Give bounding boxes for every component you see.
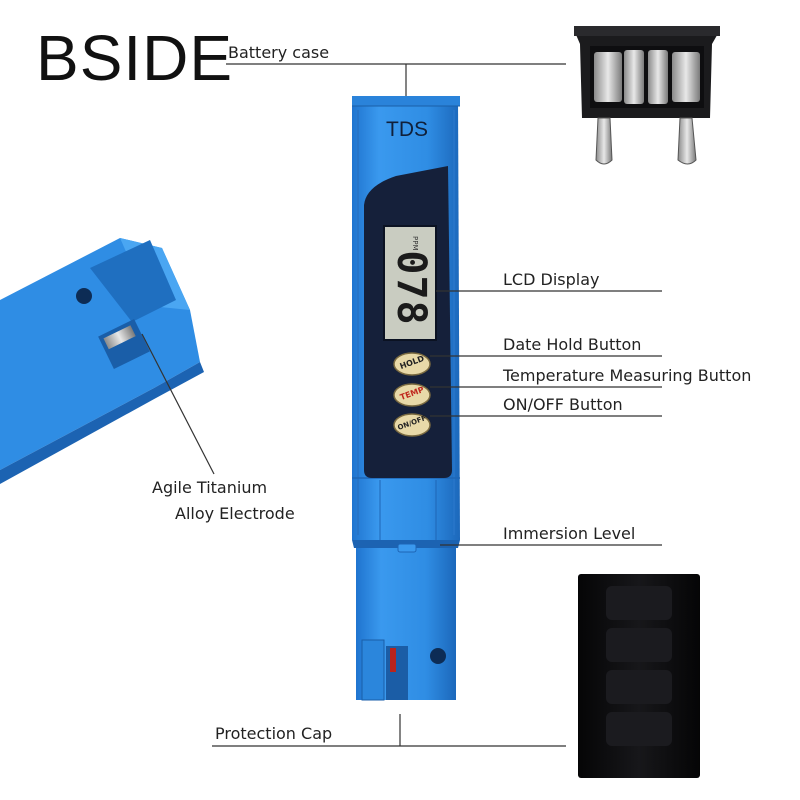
- onoff-button-label: ON/OFF Button: [503, 395, 623, 414]
- temp-button-shape: [393, 383, 431, 407]
- electrode-label-line2: Alloy Electrode: [175, 504, 295, 523]
- lcd-unit: PPM: [411, 236, 419, 251]
- brand-logo: BSIDE: [36, 22, 234, 94]
- temp-button-label: Temperature Measuring Button: [503, 366, 752, 385]
- callout-lines: [141, 63, 662, 747]
- immersion-level-label: Immersion Level: [503, 524, 636, 543]
- electrode-label-line1: Agile Titanium: [152, 478, 268, 497]
- electrode-closeup-image: [0, 238, 204, 484]
- hold-button-label: Date Hold Button: [503, 335, 642, 354]
- protection-cap-label: Protection Cap: [215, 724, 333, 743]
- lcd-display-label: LCD Display: [503, 270, 600, 289]
- battery-case-image: [574, 26, 720, 165]
- hold-button-shape: [393, 352, 431, 376]
- onoff-button-shape: [393, 413, 431, 437]
- lcd-screen: [383, 225, 437, 341]
- model-label: TDS: [386, 118, 428, 141]
- protection-cap-image: [578, 574, 700, 778]
- battery-case-label: Battery case: [228, 43, 330, 62]
